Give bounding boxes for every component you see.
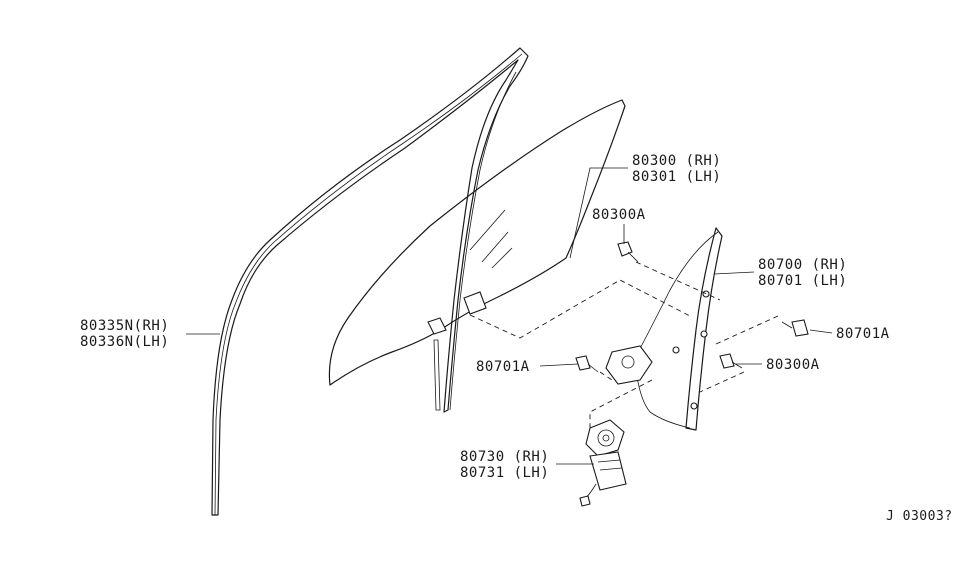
- label-bolt-lower-right: 80300A: [766, 357, 820, 373]
- window-regulator: [605, 227, 723, 431]
- label-glass-lh: 80301 (LH): [632, 169, 722, 185]
- assembly-lines: [469, 261, 779, 428]
- label-bolt-top: 80300A: [592, 207, 646, 223]
- bolt-lower-right-80300a: [719, 353, 743, 369]
- door-glass: [328, 99, 626, 386]
- label-bolt-right: 80701A: [836, 326, 890, 342]
- label-motor-rh: 80730 (RH): [460, 449, 550, 465]
- bolt-top-80300a: [617, 241, 639, 263]
- label-bolt-left: 80701A: [476, 359, 530, 375]
- door-sash-channel: [211, 47, 529, 516]
- label-motor-lh: 80731 (LH): [460, 465, 550, 481]
- label-sash-lh: 80336N(LH): [80, 334, 170, 350]
- label-regulator-lh: 80701 (LH): [758, 273, 848, 289]
- leader-lines: [186, 167, 833, 465]
- label-glass-rh: 80300 (RH): [632, 153, 722, 169]
- regulator-motor: [579, 419, 627, 507]
- bolt-left-80701a: [575, 355, 599, 373]
- bolt-right-80701a: [781, 319, 809, 337]
- diagram-code: J 03003?: [886, 509, 953, 524]
- label-sash-rh: 80335N(RH): [80, 318, 170, 334]
- label-regulator-rh: 80700 (RH): [758, 257, 848, 273]
